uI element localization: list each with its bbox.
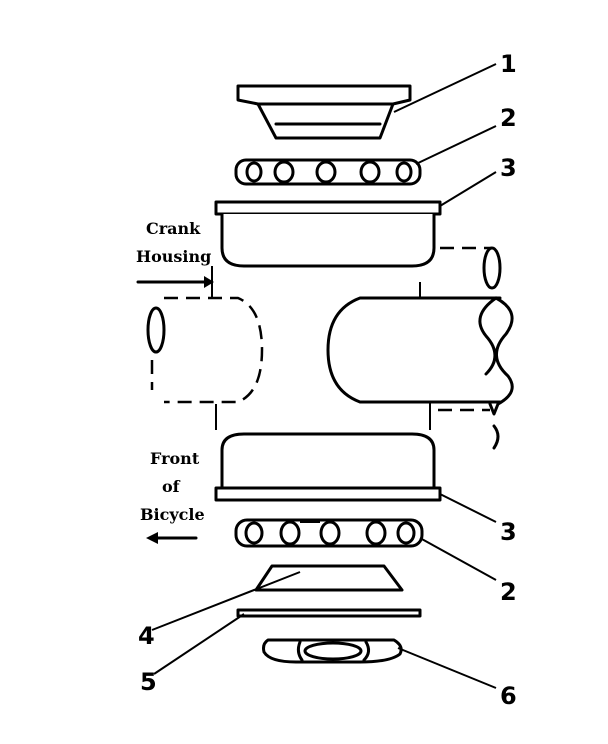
label-bicycle: Bicycle	[140, 505, 205, 524]
crank-housing-arrow	[136, 276, 214, 288]
part-2-bottom-bearing-retainer	[234, 518, 424, 548]
crank-housing	[146, 200, 514, 502]
part-5-washer	[236, 608, 422, 618]
part-number-2-bottom: 2	[500, 578, 517, 606]
part-number-3-bottom: 3	[500, 518, 517, 546]
part-number-4: 4	[138, 622, 155, 650]
part-6-lock-ring	[262, 638, 403, 664]
label-crank: Crank	[146, 219, 201, 238]
part-1-top-cup	[236, 84, 412, 140]
part-number-1: 1	[500, 50, 517, 78]
front-of-bicycle-arrow	[146, 532, 198, 544]
part-number-3-top: 3	[500, 154, 517, 182]
leader-lines	[151, 63, 497, 689]
label-front: Front	[150, 449, 200, 468]
label-housing: Housing	[136, 247, 211, 266]
part-number-5: 5	[140, 668, 157, 696]
part-number-6: 6	[500, 682, 517, 710]
part-number-2-top: 2	[500, 104, 517, 132]
label-of: of	[162, 477, 181, 496]
part-4-fixed-cup	[254, 564, 404, 592]
part-2-top-bearing-retainer	[234, 158, 422, 186]
